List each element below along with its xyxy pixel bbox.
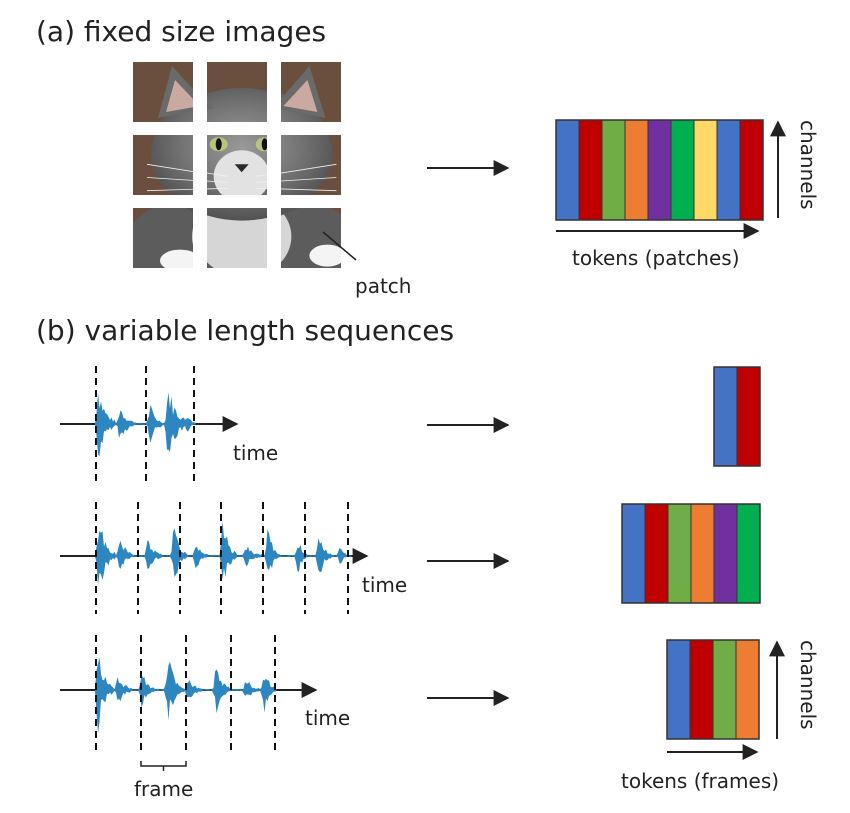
section-b-title: (b) variable length sequences xyxy=(36,314,454,347)
section-a-token-3 xyxy=(601,119,626,221)
frame-bracket xyxy=(140,761,187,771)
sequence-3-token-4 xyxy=(735,639,760,740)
image-patch-6 xyxy=(281,135,341,195)
section-a-token-6 xyxy=(670,119,695,221)
patch-pointer-line xyxy=(322,231,357,261)
sequence-2-token-6 xyxy=(736,503,761,604)
sequence-1-token-block xyxy=(713,366,761,467)
waveform-row-1: time xyxy=(60,366,278,484)
cat-image-patches xyxy=(133,62,341,268)
time-label-2: time xyxy=(362,573,407,597)
patch-label: patch xyxy=(355,274,411,298)
image-patch-7 xyxy=(133,208,193,268)
sequence-2-token-3 xyxy=(667,503,692,604)
image-patch-9 xyxy=(281,208,341,268)
time-label-3: time xyxy=(305,706,350,730)
waveform-row-3: time xyxy=(60,635,350,752)
sequence-3-token-2 xyxy=(689,639,714,740)
image-patch-8 xyxy=(207,208,267,268)
sequence-2-token-outline xyxy=(621,503,761,604)
section-a-token-8 xyxy=(716,119,741,221)
section-a-title: (a) fixed size images xyxy=(36,15,326,48)
sequence-3-token-3 xyxy=(712,639,737,740)
image-patch-2 xyxy=(207,62,267,122)
frame-boundaries-3 xyxy=(95,635,276,752)
image-patch-4 xyxy=(133,135,193,195)
frame-boundaries-2 xyxy=(95,502,349,614)
section-b-channels-label: channels xyxy=(796,640,820,730)
section-a-token-9 xyxy=(739,119,764,221)
section-a-token-outline xyxy=(555,119,764,221)
waveform-2 xyxy=(95,520,352,586)
image-patch-3 xyxy=(281,62,341,122)
sequence-3-token-1 xyxy=(666,639,691,740)
frame-boundaries-1 xyxy=(95,366,195,484)
image-patch-1 xyxy=(133,62,193,122)
sequence-2-token-5 xyxy=(713,503,738,604)
section-a-token-2 xyxy=(578,119,603,221)
waveform-1 xyxy=(95,392,196,457)
sequence-2-token-4 xyxy=(690,503,715,604)
image-patch-5 xyxy=(207,135,267,195)
section-a-token-4 xyxy=(624,119,649,221)
section-a-tokens-label: tokens (patches) xyxy=(572,246,740,270)
section-a-channels-label: channels xyxy=(796,120,820,210)
sequence-2-token-2 xyxy=(644,503,669,604)
section-b-tokens-label: tokens (frames) xyxy=(621,769,779,793)
sequence-1-token-outline xyxy=(713,366,761,467)
sequence-1-token-1 xyxy=(713,366,738,467)
sequence-3-token-outline xyxy=(666,639,760,740)
sequence-2-token-1 xyxy=(621,503,646,604)
section-a-token-1 xyxy=(555,119,580,221)
sequence-1-token-2 xyxy=(736,366,761,467)
section-a-token-block xyxy=(555,119,764,221)
waveform-row-2: time xyxy=(60,502,407,614)
section-a-token-7 xyxy=(693,119,718,221)
sequence-2-token-block xyxy=(621,503,761,604)
sequence-3-token-block xyxy=(666,639,760,740)
time-label-1: time xyxy=(233,441,278,465)
section-a-token-5 xyxy=(647,119,672,221)
frame-label: frame xyxy=(134,777,193,801)
